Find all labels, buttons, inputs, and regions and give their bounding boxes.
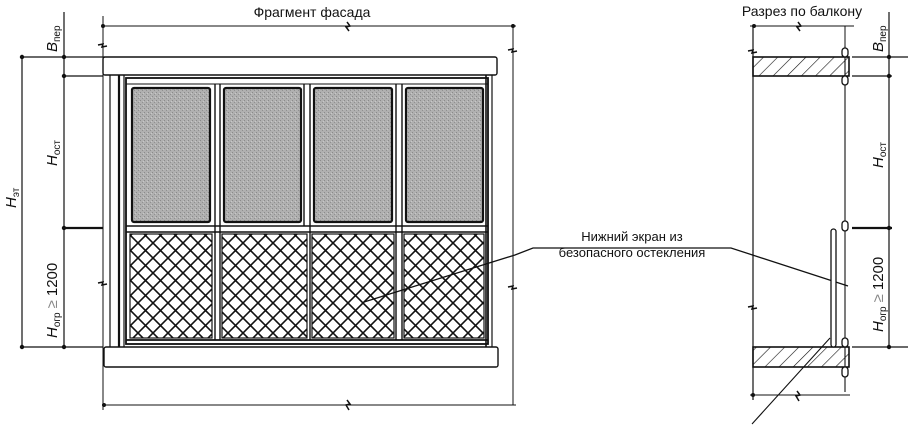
section-bottom-slab	[752, 346, 850, 368]
h-ogr-label: Hогр≥1200	[44, 263, 63, 338]
top-slab	[102, 56, 498, 76]
safety-screen	[311, 233, 395, 339]
section-title: Разрез по балкону	[742, 3, 862, 19]
b-per-label: Bпер	[44, 25, 63, 52]
glass-pane	[312, 86, 394, 224]
leader-line	[751, 337, 831, 425]
facade-fragment: Фрагмент фасада	[3, 4, 518, 411]
balcony-section: Разрез по балкону	[742, 3, 908, 425]
section-h-ogr-label: Hогр≥1200	[870, 257, 889, 332]
h-et-label: Hэт	[3, 187, 22, 208]
upper-glass-panes	[130, 86, 485, 224]
callout-line-2: безопасного остекления	[559, 245, 706, 260]
fasteners	[841, 47, 849, 378]
facade-title: Фрагмент фасада	[254, 4, 371, 20]
safety-screen	[221, 233, 308, 339]
section-safety-screen	[830, 228, 837, 348]
section-b-per-label: Bпер	[870, 25, 889, 52]
lower-safety-screens	[129, 233, 485, 339]
bottom-slab	[103, 346, 499, 368]
callout: Нижний экран из безопасного остекления	[363, 229, 849, 303]
callout-line-1: Нижний экран из	[581, 229, 682, 244]
section-top-slab	[752, 56, 850, 77]
glass-pane	[130, 86, 212, 224]
top-dimension-line	[101, 16, 516, 60]
safety-screen	[129, 233, 213, 339]
section-h-ost-label: Hост	[870, 142, 889, 168]
mullions	[214, 84, 403, 340]
left-dimension-chain	[19, 12, 105, 350]
glass-pane	[222, 86, 303, 224]
glazing-frame	[125, 77, 489, 345]
glass-pane	[404, 86, 485, 224]
h-ost-label: Hост	[44, 140, 63, 166]
right-dimension-line	[507, 26, 518, 405]
